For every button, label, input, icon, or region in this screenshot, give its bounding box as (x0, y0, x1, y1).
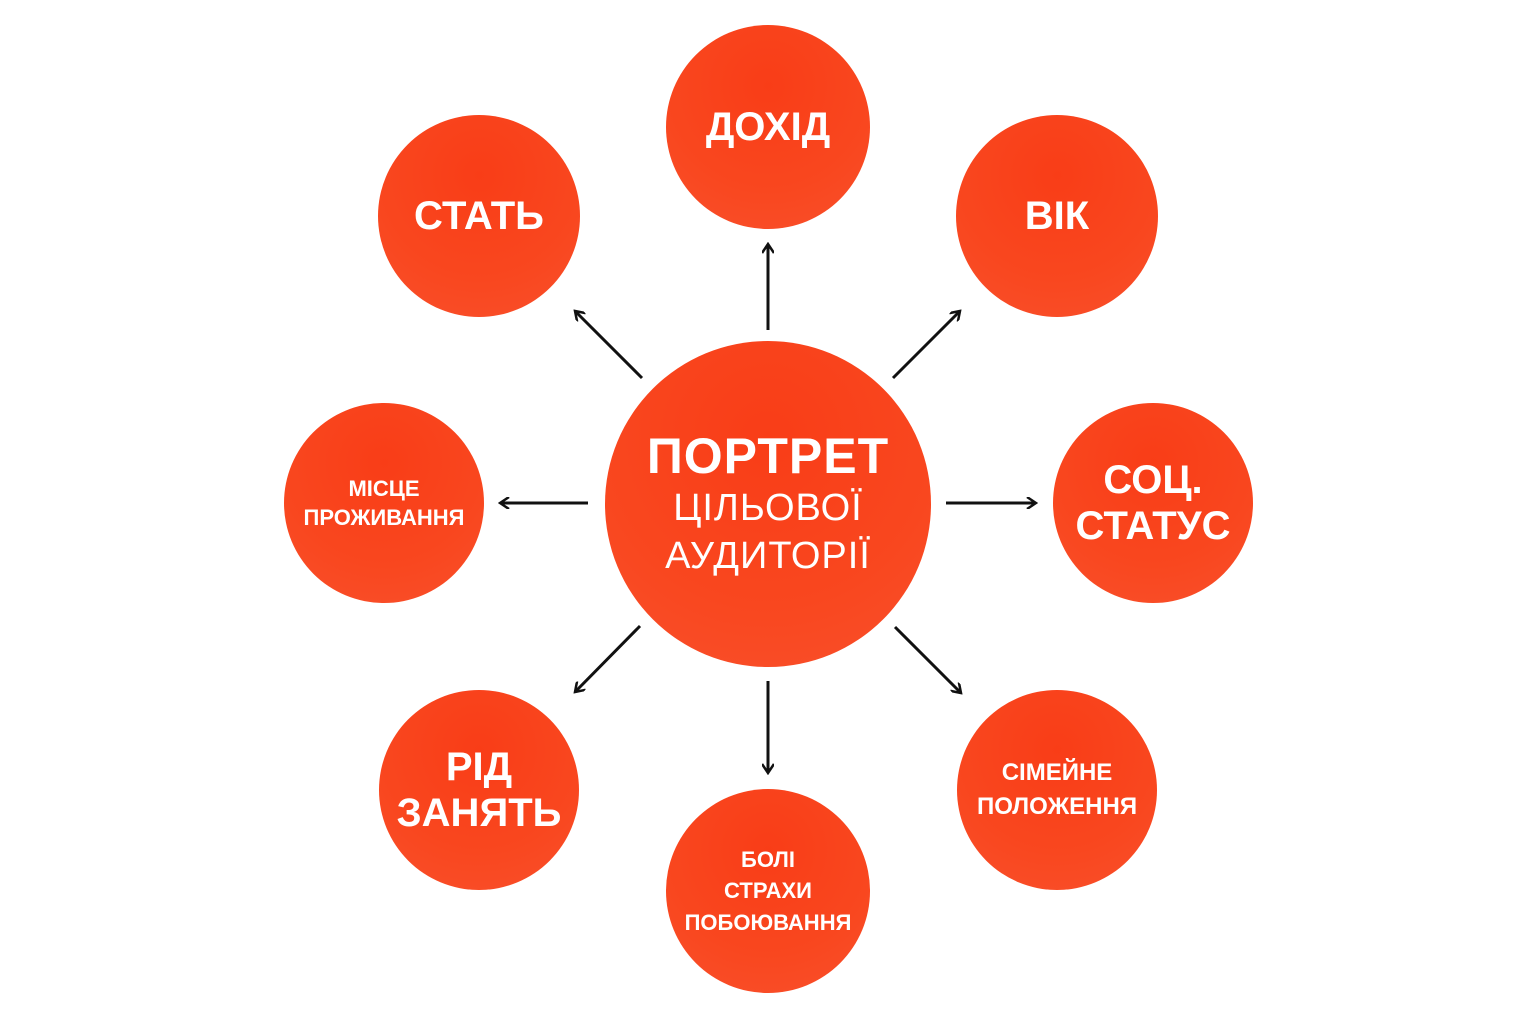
arrow-to-age (891, 311, 960, 380)
arrow-to-gender (575, 311, 644, 380)
node-label: ПОЛОЖЕННЯ (976, 793, 1138, 820)
center-title: ПОРТРЕТ (646, 427, 890, 484)
arrow-to-occupation (575, 624, 642, 692)
node-occupation: РІД ЗАНЯТЬ (379, 690, 579, 890)
node-label: РІД (445, 745, 513, 789)
node-gender: СТАТЬ (378, 115, 580, 317)
node-age: ВІК (956, 115, 1158, 317)
center-subtitle-1: ЦІЛЬОВОЇ (673, 487, 863, 530)
node-label: БОЛІ (741, 847, 795, 873)
node-label: СТАТУС (1075, 504, 1231, 548)
arrow-to-family (893, 625, 961, 693)
node-label: СОЦ. (1103, 458, 1203, 502)
node-label: ПОБОЮВАННЯ (684, 909, 852, 935)
node-label: ПРОЖИВАННЯ (303, 505, 465, 530)
node-label: ВІК (1024, 194, 1090, 238)
node-label: СТАТЬ (414, 194, 544, 238)
node-social-status: СОЦ. СТАТУС (1053, 403, 1253, 603)
node-pains: БОЛІ СТРАХИ ПОБОЮВАННЯ (666, 789, 870, 993)
node-income: ДОХІД (666, 25, 870, 229)
center-subtitle-2: АУДИТОРІЇ (665, 534, 871, 577)
node-label: МІСЦЕ (348, 475, 420, 501)
node-residence: МІСЦЕ ПРОЖИВАННЯ (284, 403, 484, 603)
node-label: СІМЕЙНЕ (1001, 759, 1113, 787)
node-label: СТРАХИ (724, 878, 812, 904)
node-label: ЗАНЯТЬ (396, 791, 562, 835)
node-family: СІМЕЙНЕ ПОЛОЖЕННЯ (957, 690, 1157, 890)
center-node: ПОРТРЕТ ЦІЛЬОВОЇ АУДИТОРІЇ (605, 341, 931, 667)
node-label: ДОХІД (705, 105, 831, 149)
